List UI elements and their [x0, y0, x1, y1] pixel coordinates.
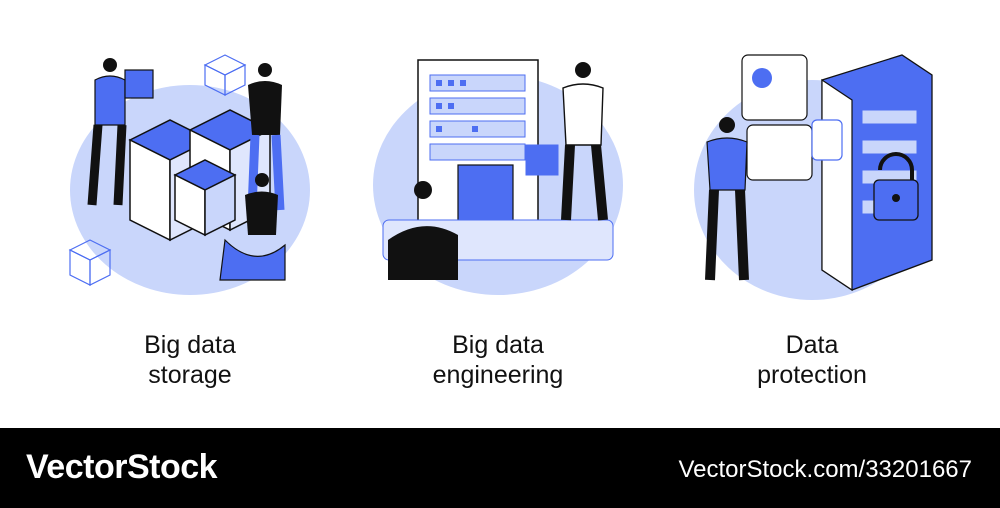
caption: Big data engineering	[348, 330, 648, 390]
vectorstock-logo: VectorStock	[26, 448, 218, 486]
padlock-icon	[694, 54, 933, 300]
cube-stack-icon	[68, 54, 310, 295]
caption-line-1: Big data	[144, 331, 236, 359]
caption-line-1: Data	[785, 331, 839, 359]
caption: Data protection	[662, 330, 962, 390]
server-rack-icon	[373, 59, 623, 295]
watermark-footer: VectorStock VectorStock.com/33201667	[0, 428, 1000, 508]
panel-big-data-engineering: Big data engineering	[348, 40, 648, 420]
caption: Big data storage	[40, 330, 340, 390]
caption-line-2: engineering	[432, 361, 564, 389]
caption-line-2: protection	[757, 361, 867, 389]
image-id-url: VectorStock.com/33201667	[678, 456, 972, 483]
caption-line-1: Big data	[452, 331, 544, 359]
caption-line-2: storage	[148, 361, 232, 389]
panel-big-data-storage: Big data storage	[40, 40, 340, 420]
panel-data-protection: Data protection	[662, 40, 962, 420]
